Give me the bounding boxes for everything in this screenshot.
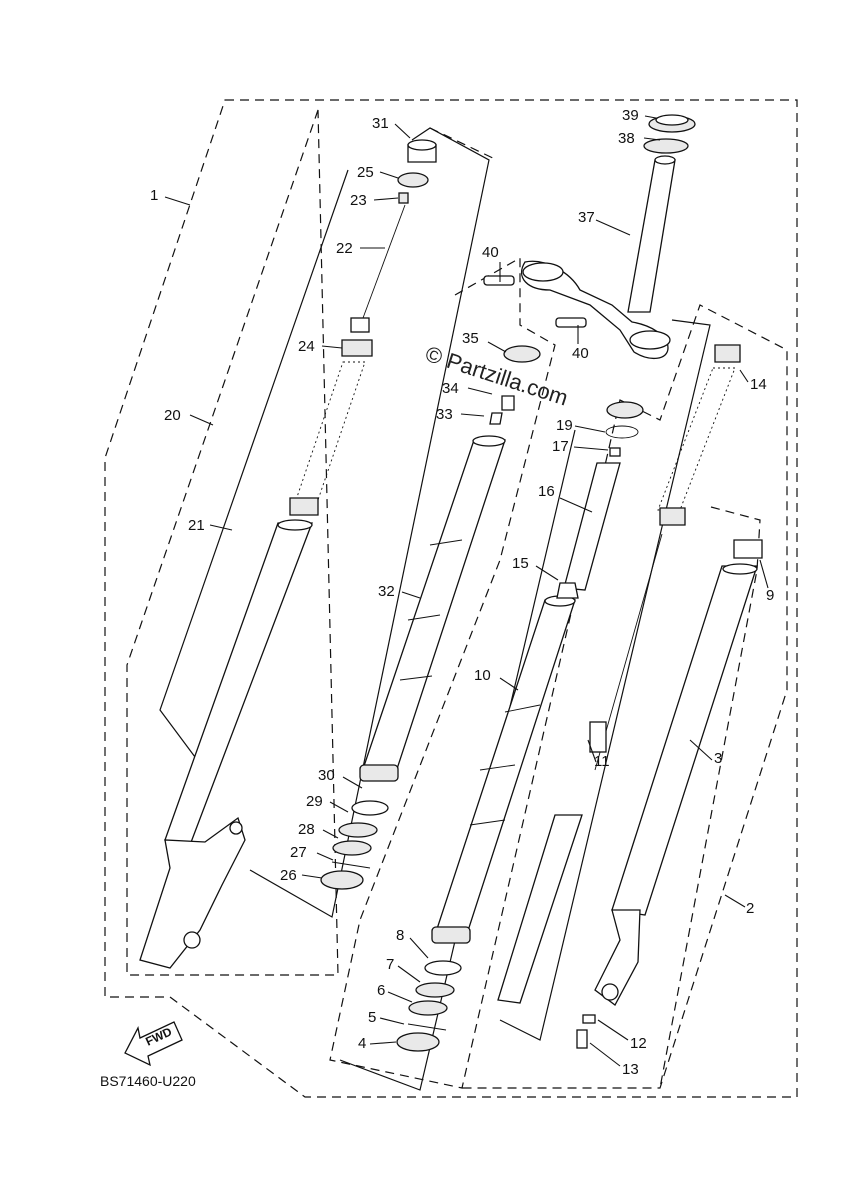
part-13 (576, 1029, 588, 1049)
part-3 (611, 565, 758, 916)
part-29 (338, 822, 378, 838)
callout-34: 34 (442, 380, 459, 397)
part-7 (415, 982, 455, 998)
part-11-tube (497, 814, 583, 1004)
part-40a (483, 275, 515, 286)
part-15 (556, 582, 579, 599)
part-27 (331, 861, 371, 869)
callout-5: 5 (368, 1009, 376, 1026)
callout-15: 15 (512, 555, 529, 572)
part-26 (320, 870, 364, 890)
callout-22: 22 (336, 240, 353, 257)
part-5 (407, 1023, 447, 1031)
part-6 (408, 1000, 448, 1016)
part-12 (582, 1014, 596, 1024)
fwd-arrow: FWD (124, 1021, 183, 1067)
part-35 (503, 345, 541, 363)
callout-31: 31 (372, 115, 389, 132)
callout-27: 27 (290, 844, 307, 861)
callout-24: 24 (298, 338, 315, 355)
part-22-nut (350, 317, 370, 333)
callout-9: 9 (766, 587, 774, 604)
part-11-adjuster (589, 721, 607, 753)
part-19 (605, 425, 639, 439)
part-28 (332, 840, 372, 856)
callout-20: 20 (164, 407, 181, 424)
callout-28: 28 (298, 821, 315, 838)
callout-12: 12 (630, 1035, 647, 1052)
part-25 (397, 172, 429, 188)
callout-40-lower: 40 (572, 345, 589, 362)
leader-lines (164, 115, 769, 1067)
callout-3: 3 (714, 750, 722, 767)
part-37 (627, 159, 676, 313)
part-9 (733, 539, 763, 559)
right-fork-leg (497, 344, 763, 1049)
callout-7: 7 (386, 956, 394, 973)
part-21 (164, 522, 313, 846)
part-40b (555, 317, 587, 328)
callout-21: 21 (188, 517, 205, 534)
callout-39: 39 (622, 107, 639, 124)
callout-19: 19 (556, 417, 573, 434)
part-19-cap (606, 401, 644, 419)
callout-35: 35 (462, 330, 479, 347)
part-33 (489, 412, 503, 425)
callout-16: 16 (538, 483, 555, 500)
part-23 (398, 192, 409, 204)
part-14 (714, 344, 741, 363)
lower-bracket (520, 260, 669, 359)
callout-25: 25 (357, 164, 374, 181)
part-16 (563, 462, 621, 591)
part-30 (351, 800, 389, 816)
callout-29: 29 (306, 793, 323, 810)
part-4 (396, 1032, 440, 1052)
callout-23: 23 (350, 192, 367, 209)
callout-1: 1 (150, 187, 158, 204)
left-fork-leg (139, 139, 437, 969)
callout-33: 33 (436, 406, 453, 423)
part-34 (501, 395, 515, 411)
callout-2: 2 (746, 900, 754, 917)
callout-8: 8 (396, 927, 404, 944)
diagram-code: BS71460-U220 (100, 1073, 196, 1089)
callout-13: 13 (622, 1061, 639, 1078)
callout-37: 37 (578, 209, 595, 226)
part-32 (361, 439, 506, 776)
part-8 (424, 960, 462, 976)
callout-11: 11 (594, 753, 610, 770)
callout-labels: 1 20 21 31 25 23 22 24 32 30 29 28 27 26… (150, 107, 774, 1078)
callout-10: 10 (474, 667, 491, 684)
part-24 (341, 339, 373, 357)
center-fork-tubes (320, 345, 576, 1052)
part-22 (362, 204, 406, 319)
part-17 (609, 447, 621, 457)
callout-14: 14 (750, 376, 767, 393)
part-38 (643, 138, 689, 154)
callout-40-upper: 40 (482, 244, 499, 261)
callout-4: 4 (358, 1035, 366, 1052)
steering-head-assembly (483, 114, 696, 359)
callout-38: 38 (618, 130, 635, 147)
callout-26: 26 (280, 867, 297, 884)
callout-30: 30 (318, 767, 335, 784)
callout-6: 6 (377, 982, 385, 999)
callout-32: 32 (378, 583, 395, 600)
callout-17: 17 (552, 438, 569, 455)
